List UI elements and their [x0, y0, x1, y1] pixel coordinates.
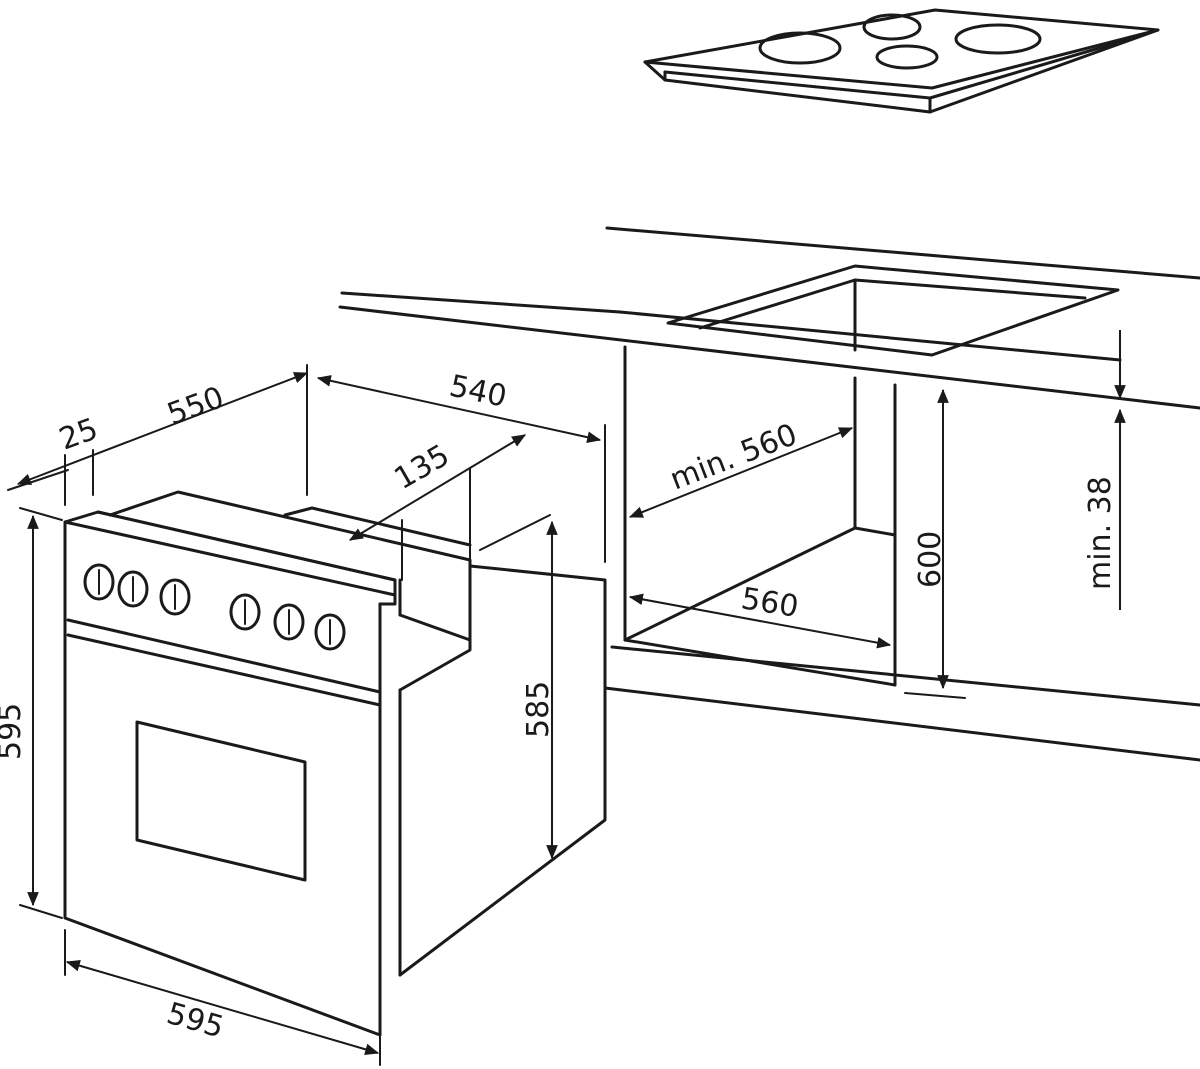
label-135: 135 — [389, 438, 456, 497]
label-595-width: 595 — [163, 996, 228, 1045]
oven-window — [135, 720, 307, 882]
label-600: 600 — [913, 531, 948, 588]
hob-burner-4 — [875, 44, 939, 70]
oven-knobs — [83, 563, 346, 651]
worktop — [338, 226, 1200, 762]
knob-4 — [229, 593, 261, 631]
label-595-height: 595 — [0, 703, 28, 760]
knob-1 — [83, 563, 115, 601]
label-585: 585 — [521, 681, 556, 738]
worktop-cutout — [666, 264, 1120, 357]
knob-3 — [159, 578, 191, 616]
hob-burner-1 — [862, 13, 922, 41]
label-min-560: min. 560 — [665, 417, 802, 497]
knob-2 — [117, 570, 149, 608]
label-min-38: min. 38 — [1083, 476, 1118, 590]
hob-burner-2 — [758, 31, 842, 65]
label-550: 550 — [163, 380, 229, 432]
hob-burner-3 — [954, 23, 1042, 55]
cabinet — [623, 345, 966, 699]
hob — [643, 8, 1160, 114]
knob-6 — [314, 613, 346, 651]
knob-5 — [273, 603, 305, 641]
dimension-labels: 25 550 540 135 595 585 595 min. 560 560 … — [0, 369, 1118, 1046]
dimension-lines — [7, 330, 1126, 1066]
oven — [63, 490, 607, 1037]
label-25: 25 — [55, 412, 103, 458]
